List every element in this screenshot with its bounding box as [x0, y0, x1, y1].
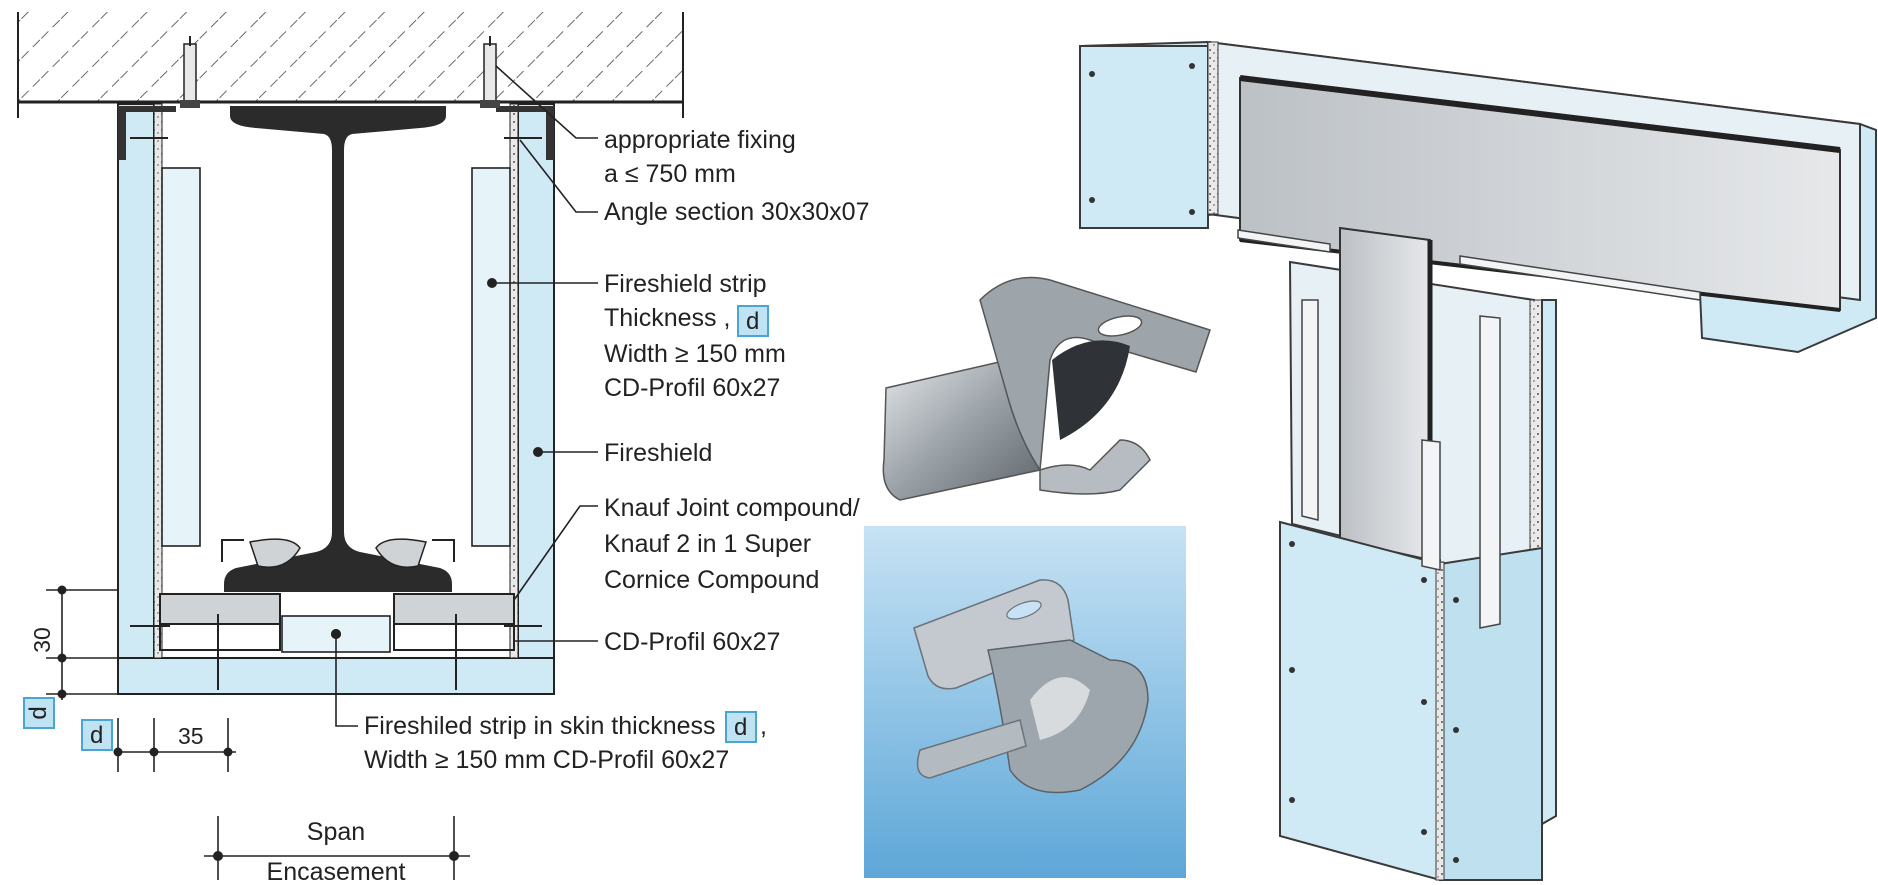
left-beam-clip	[249, 538, 301, 568]
label-cd-profil: CD-Profil 60x27	[604, 628, 780, 656]
thickness-tag-box-4	[81, 719, 113, 751]
label-skin-1: Fireshiled strip in skin thickness	[364, 712, 716, 740]
column-side-board	[1541, 299, 1557, 826]
right-fireshield-strip	[471, 167, 511, 547]
right-fireshield-board	[517, 103, 555, 695]
steel-i-beam	[224, 106, 452, 592]
beam-end-board	[1079, 45, 1209, 229]
right-beam-clip	[375, 538, 427, 568]
isometric-encasement-view	[1079, 40, 1877, 882]
label-fixing-1: appropriate fixing	[604, 126, 796, 154]
thickness-tag-box-3	[23, 697, 55, 729]
column-steel-web	[1339, 226, 1431, 562]
leader-lines	[335, 65, 598, 727]
left-anchor-fixing	[180, 36, 200, 108]
left-joint-compound	[153, 103, 163, 659]
section-drawing: appropriate fixing a ≤ 750 mm Angle sect…	[17, 12, 869, 885]
label-strip-2: Thickness ,	[604, 304, 730, 332]
dimension-30: 30	[29, 627, 55, 653]
clip-photo-top	[882, 276, 1211, 501]
dimension-span: Span	[307, 818, 365, 846]
thickness-tag-4: d	[90, 722, 103, 749]
label-compound-3: Cornice Compound	[604, 566, 819, 594]
label-strip-3: Width ≥ 150 mm	[604, 340, 786, 368]
column-front-board	[1279, 520, 1441, 882]
thickness-tag-2: d	[734, 714, 747, 741]
label-angle-section: Angle section 30x30x07	[604, 198, 869, 226]
thickness-tag-box-1	[737, 305, 769, 337]
label-skin-1-end: ,	[760, 712, 767, 740]
right-joint-compound	[509, 103, 519, 659]
dimension-encasement: Encasement	[267, 858, 406, 885]
label-strip-4: CD-Profil 60x27	[604, 374, 780, 402]
concrete-slab	[18, 12, 683, 102]
thickness-tag-box-2	[725, 711, 757, 743]
dimension-lines	[46, 589, 470, 880]
label-fireshield: Fireshield	[604, 439, 712, 467]
label-compound-2: Knauf 2 in 1 Super	[604, 530, 811, 558]
dimension-35: 35	[178, 723, 204, 749]
right-anchor-fixing	[480, 36, 500, 108]
label-compound-1: Knauf Joint compound/	[604, 494, 860, 522]
screws	[130, 137, 542, 690]
label-strip-1: Fireshield strip	[604, 270, 767, 298]
left-fireshield-strip	[161, 167, 201, 547]
left-angle-section	[118, 106, 176, 160]
cd-profil-left	[159, 593, 281, 651]
thickness-tag-1: d	[746, 308, 759, 335]
label-skin-2: Width ≥ 150 mm CD-Profil 60x27	[364, 746, 729, 774]
right-angle-section	[496, 106, 554, 160]
label-fixing-2: a ≤ 750 mm	[604, 160, 736, 188]
clip-photo-bottom	[864, 526, 1186, 878]
cd-profil-right	[393, 593, 515, 651]
cd-profile-studs	[1237, 229, 1701, 629]
thickness-tag-3: d	[25, 706, 52, 719]
left-fireshield-board	[117, 103, 155, 695]
